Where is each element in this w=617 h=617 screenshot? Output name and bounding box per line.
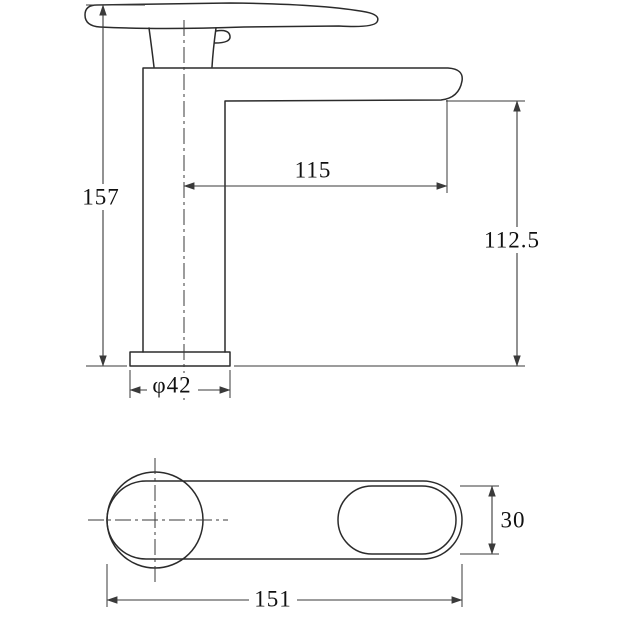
label-mask bbox=[147, 373, 198, 398]
handle-lever-outline bbox=[84, 2, 379, 30]
side-view-dimensions: 157 115 112.5 φ42 bbox=[79, 4, 548, 398]
cartridge-left-edge bbox=[148, 27, 155, 68]
spout-top-outline bbox=[337, 485, 457, 555]
lever-hinge-nub bbox=[214, 29, 231, 44]
label-mask bbox=[478, 227, 548, 253]
faucet-side-view bbox=[84, 2, 463, 400]
label-mask bbox=[249, 587, 297, 612]
dim-label-outlet-height: 112.5 bbox=[484, 228, 540, 253]
top-view-dimensions: 30 151 bbox=[106, 485, 526, 612]
base-flange bbox=[129, 351, 231, 367]
dim-label-overall-length: 151 bbox=[254, 587, 292, 612]
spout-body-outline bbox=[142, 67, 463, 353]
dim-label-spout-reach: 115 bbox=[295, 158, 332, 183]
cartridge-right-edge bbox=[211, 27, 217, 68]
dim-label-total-height: 157 bbox=[82, 185, 120, 210]
dim-label-base-diameter: φ42 bbox=[152, 373, 191, 398]
handle-top-outline bbox=[106, 480, 463, 560]
label-mask bbox=[79, 184, 125, 210]
faucet-top-view bbox=[88, 458, 463, 582]
dim-label-spout-width: 30 bbox=[501, 508, 526, 533]
